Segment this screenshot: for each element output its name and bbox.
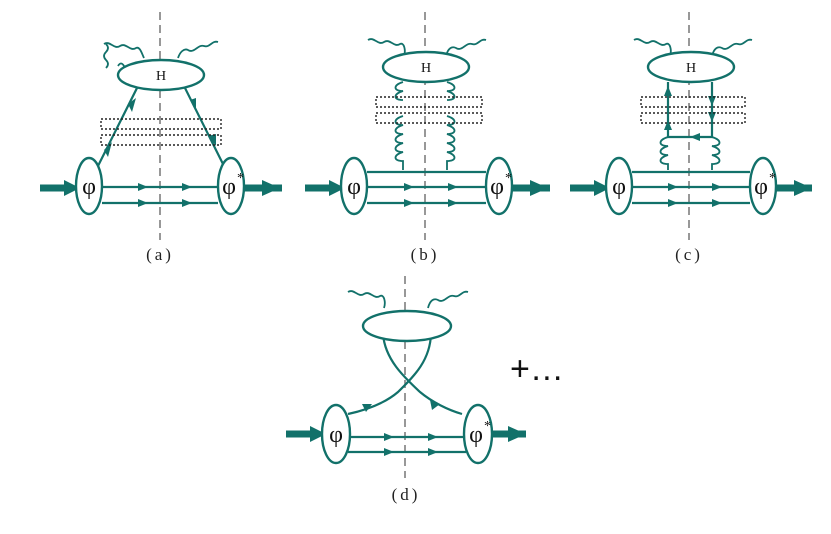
caption-b: (b) — [411, 245, 440, 264]
dotted-box-c-2 — [640, 112, 746, 124]
phi-label-left-a: φ — [82, 174, 96, 200]
caption-d: (d) — [392, 485, 421, 504]
hard-label-c: H — [686, 61, 696, 76]
arrow-c-7 — [712, 183, 722, 191]
photon-a-left — [103, 42, 145, 59]
crossing-line-d-1 — [381, 333, 463, 416]
arrow-d-4 — [428, 433, 438, 441]
wavefunction-right-a — [216, 156, 246, 216]
photon-c-right — [711, 38, 753, 57]
phi-label-left-d: φ — [329, 422, 343, 448]
external-out-arrow-b — [530, 180, 548, 196]
dotted-box-a-1 — [100, 118, 222, 130]
wavefunction-right-c — [748, 156, 778, 216]
arrow-a-2 — [128, 98, 136, 112]
photon-d-right — [427, 290, 469, 309]
arrow-a-1 — [104, 142, 112, 157]
dotted-box-b-1 — [375, 96, 483, 108]
arrow-c-8 — [668, 199, 678, 207]
arrow-a-4 — [208, 134, 216, 146]
phi-star-a: * — [237, 171, 244, 186]
photon-b-left — [367, 38, 406, 57]
external-in-arrow-b — [329, 180, 345, 196]
hard-blob-c — [646, 50, 736, 84]
gluon-b-1 — [394, 81, 404, 170]
quark-loop-c — [666, 82, 714, 139]
arrow-c-3 — [708, 96, 716, 106]
arrow-c-6 — [668, 183, 678, 191]
photon-c-left — [633, 38, 672, 57]
external-out-arrow-c — [794, 180, 812, 196]
phi-label-right-d: φ — [469, 422, 483, 448]
external-in-arrow-d — [310, 426, 326, 442]
diagram-d: φ φ * (d) — [286, 276, 526, 504]
arrow-a-3 — [190, 98, 196, 110]
arrow-d-2 — [430, 400, 440, 410]
phi-label-right-b: φ — [490, 174, 504, 200]
arrow-d-6 — [428, 448, 438, 456]
photon-a-right — [177, 40, 219, 59]
wavefunction-left-b — [339, 156, 369, 216]
diagram-c: H φ φ * (c) — [570, 12, 812, 264]
arrow-d-1 — [362, 404, 372, 412]
hard-label-b: H — [421, 61, 431, 76]
external-in-arrow-a — [64, 180, 80, 196]
arrow-b-2 — [448, 183, 458, 191]
hard-blob-d — [361, 309, 453, 343]
dotted-box-a-2 — [100, 134, 222, 146]
arrow-a-5 — [138, 183, 148, 191]
diagram-b: H φ φ * (b) — [305, 12, 550, 264]
arrow-b-4 — [448, 199, 458, 207]
phi-label-right-c: φ — [754, 174, 768, 200]
gluon-c-1 — [659, 136, 669, 170]
arrow-b-1 — [404, 183, 414, 191]
phi-label-left-c: φ — [612, 174, 626, 200]
arrow-a-8 — [182, 199, 192, 207]
diagram-a: H φ φ * (a) — [40, 12, 282, 264]
continuation-symbol: +… — [510, 350, 564, 388]
phi-label-right-a: φ — [222, 174, 236, 200]
arrow-b-3 — [404, 199, 414, 207]
phi-star-b: * — [505, 171, 512, 186]
hard-label-a: H — [156, 69, 166, 84]
arrow-d-5 — [384, 448, 394, 456]
external-in-arrow-c — [594, 180, 610, 196]
gluon-b-2 — [446, 81, 456, 170]
hard-blob-b — [381, 50, 471, 84]
caption-a: (a) — [146, 245, 174, 264]
arrow-c-2 — [664, 120, 672, 130]
crossing-line-d-2 — [347, 333, 433, 416]
arrow-a-7 — [138, 199, 148, 207]
external-out-arrow-d — [508, 426, 526, 442]
wavefunction-right-b — [484, 156, 514, 216]
caption-c: (c) — [675, 245, 703, 264]
arrow-c-4 — [708, 112, 716, 122]
phi-star-d: * — [484, 419, 491, 434]
arrow-c-1 — [664, 86, 672, 96]
gluon-c-2 — [711, 136, 721, 170]
phi-label-left-b: φ — [347, 174, 361, 200]
photon-b-right — [445, 38, 487, 57]
dotted-box-c-1 — [640, 96, 746, 108]
wavefunction-left-a — [74, 156, 104, 216]
arrow-c-9 — [712, 199, 722, 207]
arrow-a-6 — [182, 183, 192, 191]
wavefunction-left-d — [320, 403, 352, 465]
quark-line-left-a — [95, 81, 141, 171]
arrow-d-3 — [384, 433, 394, 441]
wavefunction-right-d — [462, 403, 494, 465]
photon-d-left — [347, 290, 386, 309]
arrow-c-5 — [690, 133, 700, 141]
external-out-arrow-a — [262, 180, 280, 196]
phi-star-c: * — [769, 171, 776, 186]
dotted-box-b-2 — [375, 112, 483, 124]
hard-blob-a — [116, 58, 206, 92]
wavefunction-left-c — [604, 156, 634, 216]
quark-line-right-a — [181, 81, 227, 171]
